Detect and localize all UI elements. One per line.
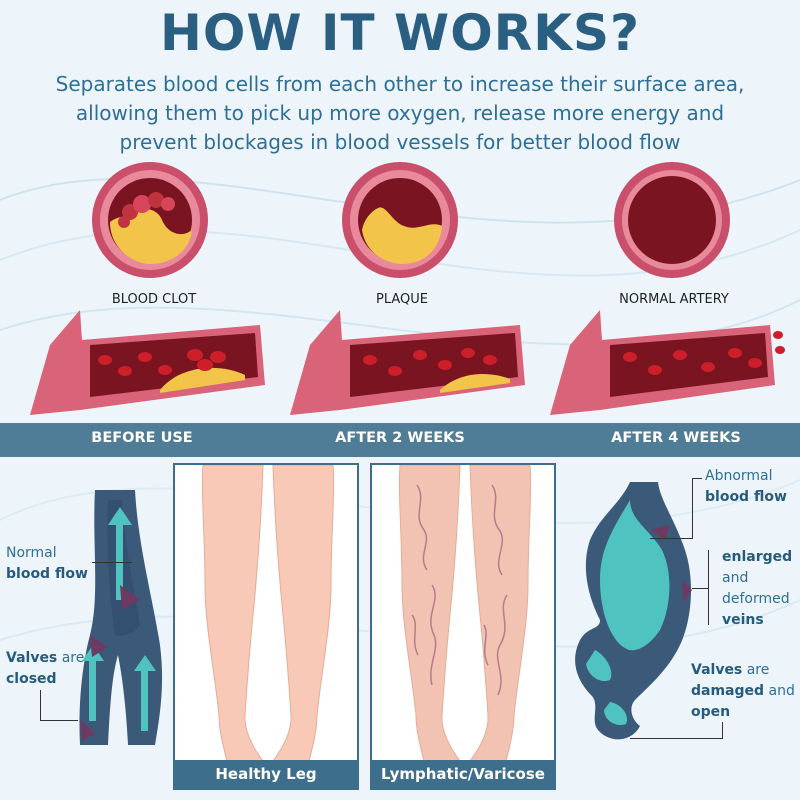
label-normal-artery: NORMAL ARTERY — [619, 292, 729, 307]
subtitle-line-1: Separates blood cells from each other to… — [55, 72, 745, 96]
leader-line — [630, 738, 723, 739]
note-enlarged-and: and — [722, 570, 749, 586]
note-valves-damaged-bold: Valves — [691, 662, 743, 678]
note-valves-closed: Valves are closed — [6, 648, 84, 690]
blood-clot-cross-section — [92, 162, 208, 278]
varicose-legs-illustration — [398, 465, 532, 762]
varicose-leg-caption: Lymphatic/Varicose — [372, 760, 554, 788]
normal-vessel-illustration — [550, 310, 785, 415]
subtitle-line-3: prevent blockages in blood vessels for b… — [119, 130, 681, 154]
stage-before-use: BEFORE USE — [91, 430, 193, 446]
healthy-leg-panel: Healthy Leg — [173, 463, 359, 790]
note-abnormal-pre: Abnormal — [705, 468, 773, 484]
subtitle-line-2: allowing them to pick up more oxygen, re… — [75, 101, 725, 125]
normal-vein-illustration — [79, 490, 163, 745]
stage-after-2-weeks: AFTER 2 WEEKS — [335, 430, 465, 446]
label-plaque: PLAQUE — [375, 292, 428, 307]
plaque-vessel-illustration — [290, 310, 525, 415]
note-abnormal-bold: blood flow — [705, 489, 787, 505]
healthy-legs-illustration — [201, 465, 335, 762]
plaque-cross-section — [342, 162, 458, 278]
leader-line — [650, 538, 693, 539]
note-valves-damaged: Valves are damaged and open — [691, 660, 795, 723]
stage-after-4-weeks: AFTER 4 WEEKS — [611, 430, 741, 446]
page-subtitle: Separates blood cells from each other to… — [20, 70, 780, 157]
note-normal-flow-pre: Normal — [6, 545, 57, 561]
note-damaged-bold: damaged — [691, 683, 765, 699]
page-title: HOW IT WORKS? — [160, 4, 640, 62]
note-damaged-post: and — [764, 683, 795, 699]
varicose-vein-illustration — [575, 482, 692, 740]
leader-line — [40, 690, 41, 720]
normal-artery-cross-section — [614, 162, 730, 278]
leader-line — [708, 550, 709, 625]
healthy-leg-caption: Healthy Leg — [175, 760, 357, 788]
note-enlarged-deformed: deformed — [722, 591, 790, 607]
note-valves-damaged-post: are — [742, 662, 770, 678]
leader-line — [92, 562, 132, 563]
note-abnormal-flow: Abnormal blood flow — [705, 466, 787, 508]
note-closed-bold: closed — [6, 671, 57, 687]
leader-line — [692, 478, 693, 538]
note-enlarged-veins: enlarged and deformed veins — [722, 547, 792, 631]
stage-bar — [0, 423, 800, 457]
note-open-bold: open — [691, 704, 731, 720]
note-valves-bold: Valves — [6, 650, 58, 666]
leader-line — [692, 588, 708, 589]
clot-vessel-illustration — [30, 310, 265, 415]
leader-line — [692, 478, 702, 479]
leader-line — [40, 720, 78, 721]
note-valves-post: are — [57, 650, 85, 666]
varicose-leg-panel: Lymphatic/Varicose — [370, 463, 556, 790]
note-enlarged-bold: enlarged — [722, 549, 793, 565]
note-enlarged-veins-bold: veins — [722, 612, 764, 628]
note-normal-flow: Normal blood flow — [6, 543, 88, 585]
note-normal-flow-bold: blood flow — [6, 566, 88, 582]
label-blood-clot: BLOOD CLOT — [111, 292, 197, 307]
leader-line — [722, 722, 723, 738]
